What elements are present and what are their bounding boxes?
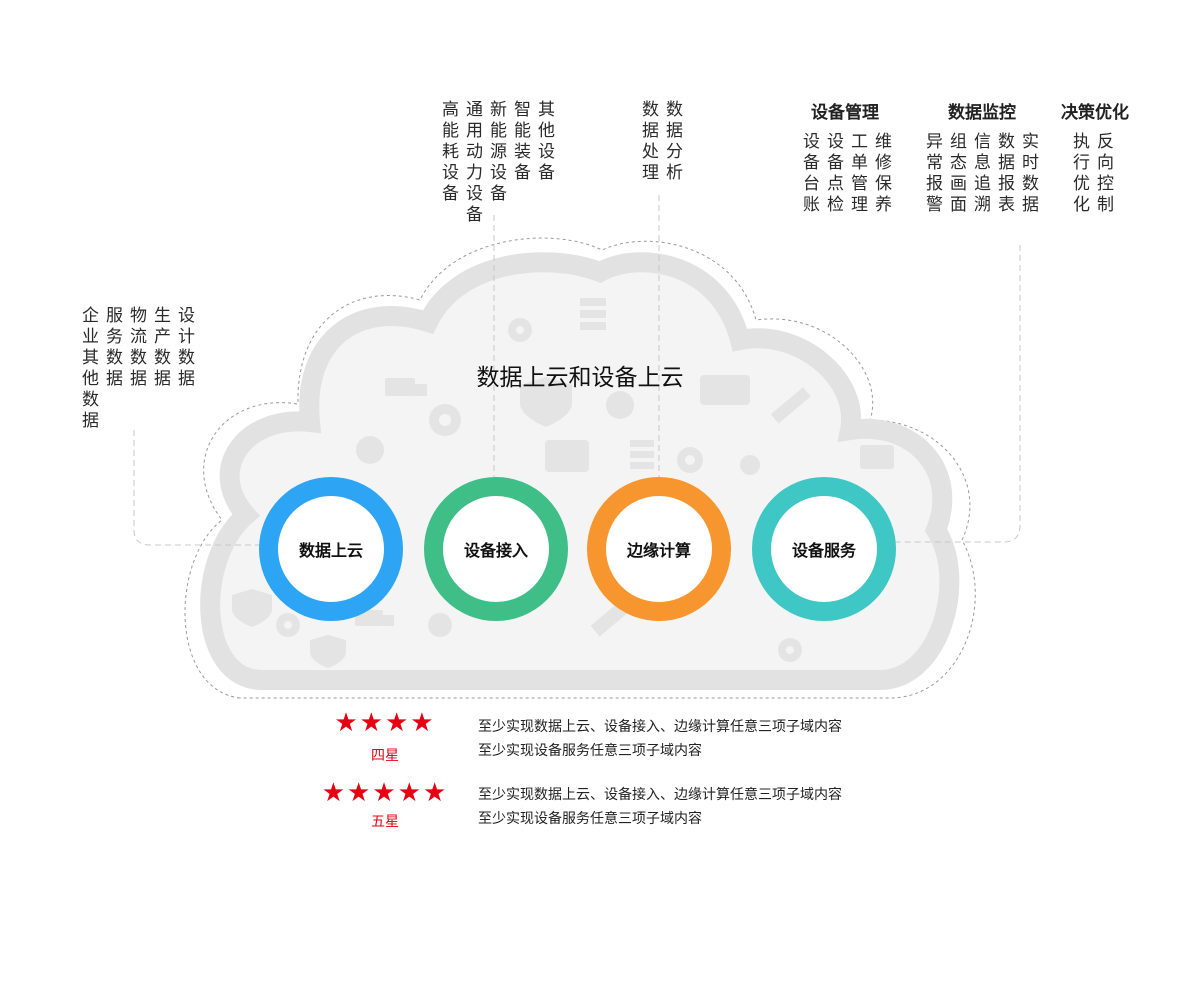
ring-data-cloud: 数据上云 <box>259 477 403 621</box>
five-star-requirement-2: 至少实现设备服务任意三项子域内容 <box>478 811 702 827</box>
vertical-text-column: 数据处理 <box>638 100 658 184</box>
vertical-text-column: 执行优化 <box>1069 132 1089 216</box>
ring-device-access: 设备接入 <box>424 477 568 621</box>
network-icon <box>356 391 760 637</box>
equipment-column: 新能源设备 <box>486 100 506 205</box>
equipment-group: 高能耗设备通用动力设备新能源设备智能装备其他设备 <box>436 100 556 226</box>
ring-label: 数据上云 <box>298 541 363 560</box>
vertical-text-column: 工单管理 <box>847 132 867 216</box>
device-management-group: 设备台账设备点检工单管理维修保养 <box>797 132 893 216</box>
shield-icon <box>232 589 272 627</box>
truck-icon <box>355 610 394 626</box>
vertical-text-column: 设备台账 <box>799 132 819 216</box>
left-data-column: 企业其他数据 <box>78 306 98 432</box>
vertical-text-column: 实时数据 <box>1018 132 1038 216</box>
truck-icon <box>385 378 427 396</box>
gear-icon <box>778 638 802 662</box>
vertical-text-column: 信息追溯 <box>970 132 990 216</box>
vertical-text-column: 数据报表 <box>994 132 1014 216</box>
briefcase-icon <box>700 375 750 405</box>
connector-left <box>133 430 262 546</box>
shield-icon <box>520 377 572 427</box>
data-monitoring-group: 异常报警组态画面信息追溯数据报表实时数据 <box>920 132 1040 216</box>
left-data-column: 生产数据 <box>150 306 170 390</box>
equipment-column: 智能装备 <box>510 100 530 184</box>
vertical-text-column: 维修保养 <box>871 132 891 216</box>
cloud-outer-dashed <box>184 237 976 699</box>
vertical-text-column: 反向控制 <box>1093 132 1113 216</box>
server-icon <box>580 298 606 330</box>
vertical-text-column: 组态画面 <box>946 132 966 216</box>
ring-device-service: 设备服务 <box>752 477 896 621</box>
ring-edge-computing: 边缘计算 <box>587 477 731 621</box>
equipment-column: 其他设备 <box>534 100 554 184</box>
left-data-column: 物流数据 <box>126 306 146 390</box>
four-star-requirement-1: 至少实现数据上云、设备接入、边缘计算任意三项子域内容 <box>478 719 842 735</box>
decision-optimization-group: 执行优化反向控制 <box>1067 132 1115 216</box>
gear-icon <box>677 447 703 473</box>
gear-icon <box>508 318 532 342</box>
four-star-requirement-2: 至少实现设备服务任意三项子域内容 <box>478 743 702 759</box>
cloud-title: 数据上云和设备上云 <box>476 365 684 391</box>
five-star-rating: ★★★★★ <box>321 778 449 808</box>
left-data-column: 设计数据 <box>174 306 194 390</box>
connector-right <box>894 245 1021 543</box>
ring-label: 边缘计算 <box>626 541 691 560</box>
pencil-icon <box>770 387 811 424</box>
group-title-data-monitoring: 数据监控 <box>948 103 1016 123</box>
left-data-group: 设计数据生产数据物流数据服务数据企业其他数据 <box>76 306 196 432</box>
server-icon <box>630 440 654 469</box>
group-title-decision-optimization: 决策优化 <box>1061 103 1129 123</box>
group-title-device-management: 设备管理 <box>811 103 879 123</box>
data-processing-group: 数据处理数据分析 <box>636 100 684 184</box>
vertical-text-column: 数据分析 <box>662 100 682 184</box>
equipment-column: 通用动力设备 <box>462 100 482 226</box>
four-star-label: 四星 <box>371 748 399 764</box>
vertical-text-column: 异常报警 <box>922 132 942 216</box>
five-star-requirement-1: 至少实现数据上云、设备接入、边缘计算任意三项子域内容 <box>478 787 842 803</box>
left-data-column: 服务数据 <box>102 306 122 390</box>
five-star-label: 五星 <box>371 814 399 830</box>
briefcase-icon <box>545 440 589 472</box>
gear-icon <box>429 404 461 436</box>
equipment-column: 高能耗设备 <box>438 100 458 205</box>
briefcase-icon <box>860 445 894 469</box>
gear-icon <box>276 613 300 637</box>
ring-label: 设备接入 <box>463 541 528 560</box>
ring-label: 设备服务 <box>791 541 856 560</box>
shield-icon <box>310 635 346 668</box>
four-star-rating: ★★★★ <box>334 708 436 738</box>
vertical-text-column: 设备点检 <box>823 132 843 216</box>
